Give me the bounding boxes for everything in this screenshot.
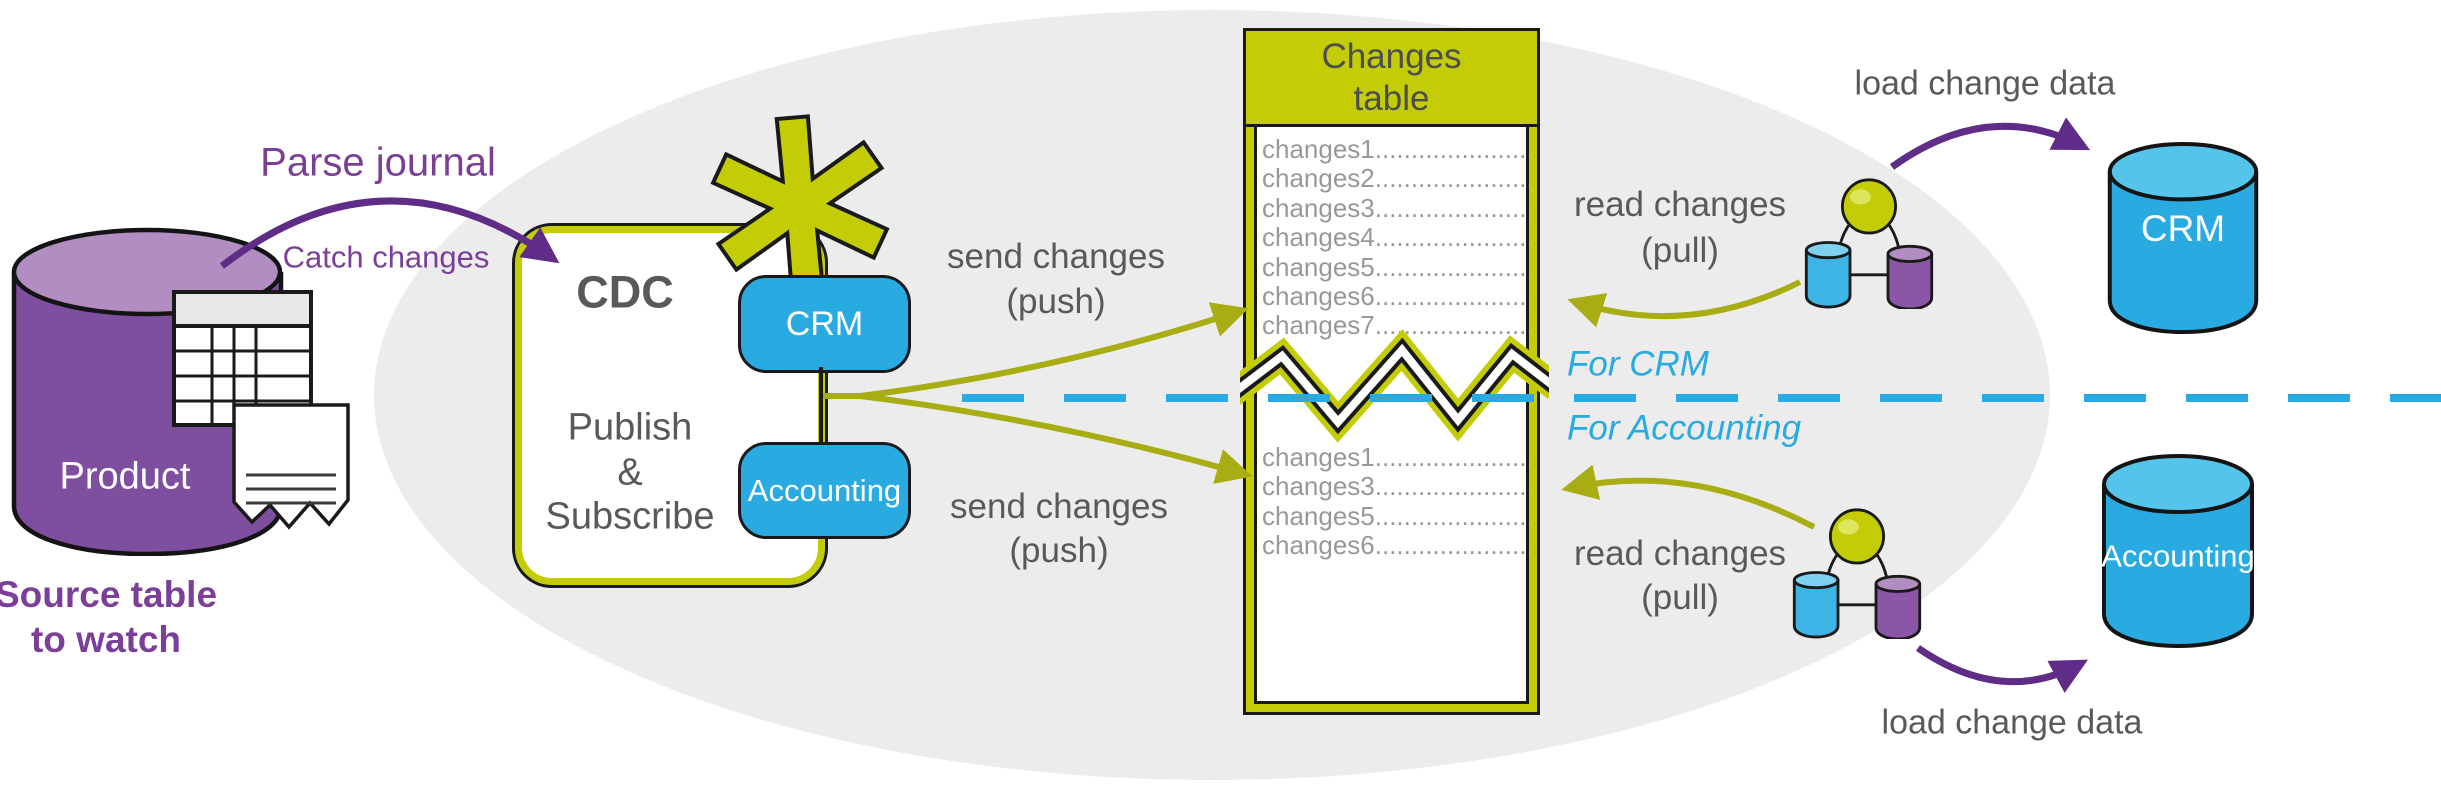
changes-row: changes4...................... [1262,223,1529,253]
changes-row: changes1...................... [1262,135,1529,164]
source-caption-line2: to watch [30,619,182,661]
logs-document-icon [232,403,350,530]
changes-row: changes1...................... [1262,443,1529,472]
source-caption-line1: Source table [0,574,218,616]
crm-subscriber-icon [1804,178,1934,309]
pull-arrow-crm [1567,279,1802,328]
accounting-badge-label: Accounting [747,472,902,508]
load-label-bottom: load change data [1881,703,2143,742]
crm-badge-label: CRM [785,304,864,343]
cdc-subtitle-line3: Subscribe [545,495,715,538]
changes-row: changes7...................... [1262,311,1529,341]
pull-label-top-line1: read changes [1573,185,1787,225]
cdc-subtitle-line2: & [617,451,643,494]
mini-blue-database-icon [1804,241,1852,309]
changes-row: changes3...................... [1262,472,1529,502]
changes-row: changes5...................... [1262,501,1529,531]
crm-badge: CRM [738,275,911,373]
load-label-top: load change data [1854,64,2116,103]
push-arrow-lower [859,393,1253,484]
pull-label-bottom-line1: read changes [1573,534,1787,574]
table-tear-zigzag [1240,329,1549,443]
for-crm-label: For CRM [1567,344,1709,384]
product-label: Product [59,455,191,498]
mini-purple-database-icon [1874,574,1922,639]
changes-rows-bottom: changes1...................... changes3.… [1262,443,1529,561]
changes-table-title-line1: Changes [1321,36,1462,76]
for-accounting-label: For Accounting [1567,408,1802,448]
push-label-top-line2: (push) [1006,282,1106,322]
changes-row: changes5...................... [1262,252,1529,282]
cdc-title: CDC [576,266,674,318]
accounting-database-cylinder [2102,454,2254,648]
changes-table-header: Changes table [1246,31,1537,127]
source-table-icon [172,290,313,427]
accounting-subscriber-icon [1792,508,1922,639]
push-label-top-line1: send changes [947,237,1165,277]
changes-row: changes3...................... [1262,193,1529,223]
parse-journal-label: Parse journal [260,140,496,185]
mini-purple-database-icon [1886,244,1934,309]
changes-table-title-line2: table [1353,78,1430,118]
changes-rows-top: changes1...................... changes2.… [1262,135,1529,341]
changes-row: changes6...................... [1262,531,1529,561]
push-label-bottom-line2: (push) [1009,531,1109,571]
parse-journal-arrow [219,197,560,269]
changes-table: Changes table changes1..................… [1240,28,1549,715]
catch-changes-label: Catch changes [282,239,490,275]
push-label-bottom-line1: send changes [950,487,1168,527]
mini-blue-database-icon [1792,571,1840,639]
load-arrow-crm [1889,117,2091,170]
load-arrow-accounting [1916,645,2089,693]
crm-db-label: CRM [2140,208,2226,250]
pull-label-bottom-line2: (pull) [1641,578,1719,618]
accounting-badge: Accounting [738,442,911,539]
accounting-db-label: Accounting [2101,538,2255,574]
pull-label-top-line2: (pull) [1641,231,1719,271]
pull-arrow-accounting [1561,464,1816,530]
push-arrow-upper [859,302,1249,399]
crm-database-cylinder [2107,141,2259,334]
changes-row: changes2...................... [1262,164,1529,194]
cdc-subtitle-line1: Publish [567,406,693,449]
changes-row: changes6...................... [1262,281,1529,311]
